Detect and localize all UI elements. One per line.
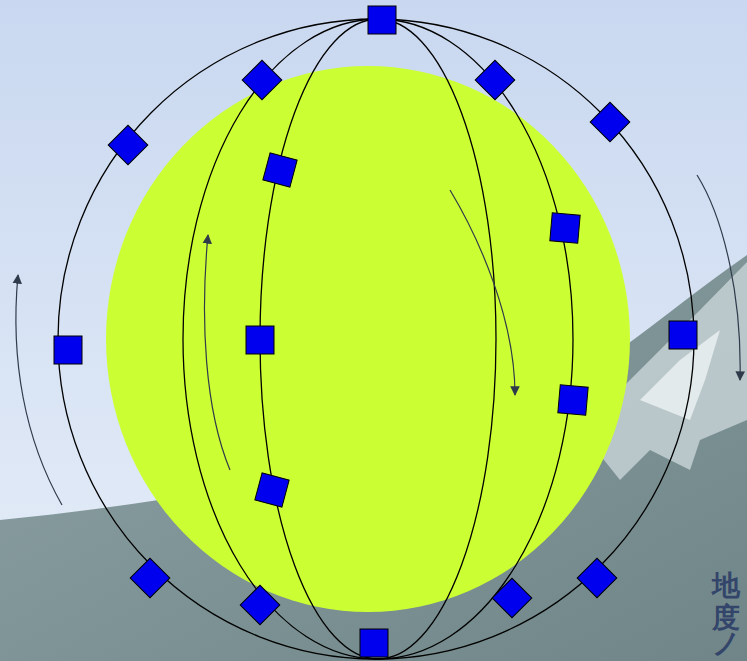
satellite [360,629,388,657]
satellite [669,321,697,349]
satellite [577,558,617,598]
satellite [240,585,280,625]
text-fragment: 地 [712,572,740,600]
satellite [108,125,148,165]
satellite [368,6,396,34]
earth-sphere [106,66,630,612]
satellite [550,213,580,243]
motion-arrows [16,175,740,505]
satellite [475,60,515,100]
satellite-markers [54,6,697,657]
satellite [242,60,282,100]
satellite [558,385,588,415]
satellite [263,153,297,187]
satellite [246,326,274,354]
text-fragment: ノ [712,630,741,658]
satellite [130,558,170,598]
satellite [54,336,82,364]
satellite [255,473,289,507]
satellite [492,578,532,618]
text-fragment: 度 [712,604,740,632]
satellite [590,102,630,142]
orbit-lines [58,19,694,659]
